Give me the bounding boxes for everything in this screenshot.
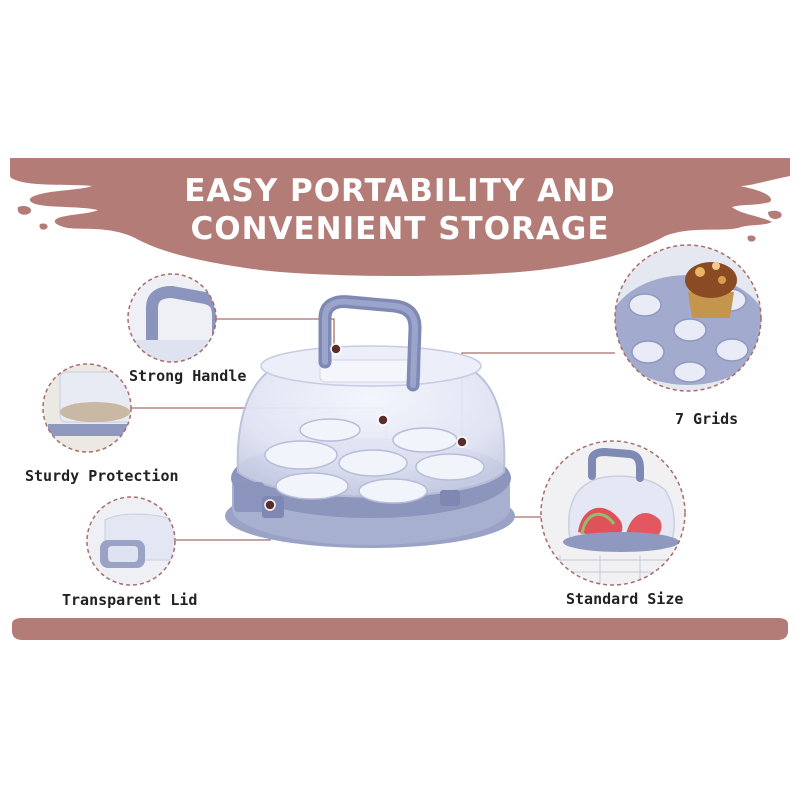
detail-circle-protection: [42, 363, 132, 453]
label-standard-size: Standard Size: [566, 590, 684, 608]
drip-splash-right: [768, 210, 782, 220]
headline-line-2: CONVENIENT STORAGE: [190, 211, 610, 247]
drip-splash-left-2: [39, 223, 48, 230]
detail-circle-grids: [614, 244, 762, 392]
cake-carrier-product: [225, 295, 515, 548]
label-7-grids: 7 Grids: [675, 410, 739, 428]
top-banner: [10, 158, 790, 276]
bottom-banner: [12, 618, 788, 640]
detail-circle-handle: [127, 273, 217, 363]
accent-dots: [264, 343, 468, 511]
detail-circle-lid: [86, 496, 176, 586]
label-transparent-lid: Transparent Lid: [62, 591, 198, 609]
detail-circle-size: [540, 440, 686, 586]
label-strong-handle: Strong Handle: [129, 367, 247, 385]
headline-line-1: EASY PORTABILITY AND: [184, 173, 616, 209]
drip-splash-left: [17, 205, 32, 215]
label-sturdy-protection: Sturdy Protection: [25, 467, 179, 485]
headline: EASY PORTABILITY AND CONVENIENT STORAGE: [120, 172, 680, 248]
drip-splash-right-2: [747, 235, 756, 242]
